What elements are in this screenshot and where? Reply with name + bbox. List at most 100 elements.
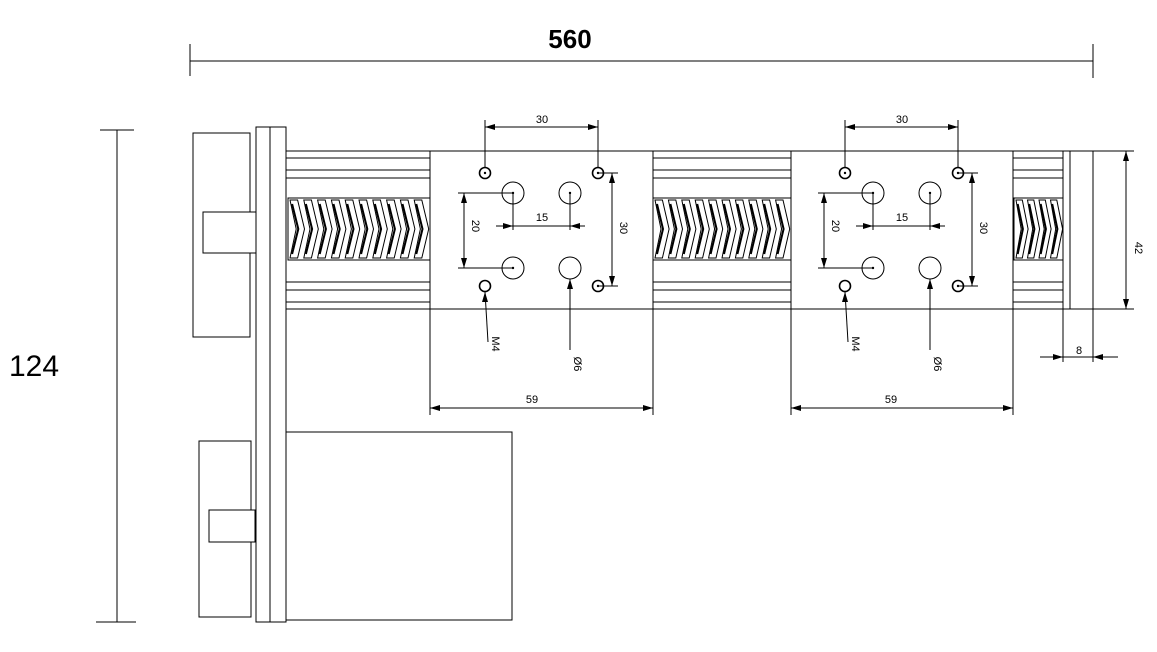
carriage-2-m4-label: M4 <box>849 336 861 351</box>
carriage-1-width-arrow-right <box>643 405 653 411</box>
carriage-1-bore-label: Ø6 <box>571 357 583 372</box>
screw-thread-shade <box>332 203 341 255</box>
carriage-2-bore-bottom-right <box>918 256 942 280</box>
lead-screw-section-3 <box>1013 197 1065 261</box>
lower-motor <box>198 431 513 621</box>
screw-thread <box>358 199 375 259</box>
carriage-2-left-dim-arrow-top <box>821 193 827 203</box>
carriage-1-inner-dim-arrow-right <box>570 223 580 229</box>
screw-thread <box>316 199 333 259</box>
carriage-2-width-arrow-right <box>1003 405 1013 411</box>
carriage-1-right-dim-arrow-top <box>609 173 615 183</box>
carriage-2-left-dim-arrow-bottom <box>821 258 827 268</box>
carriage-2-m4-leader-arrow <box>842 292 848 302</box>
carriage-2-right-dim-arrow-top <box>969 173 975 183</box>
carriage-2-right-dim-label: 30 <box>977 222 989 234</box>
lower-motor-gearbox <box>285 431 513 621</box>
lead-screw-section-1 <box>287 197 431 261</box>
carriage-1-bore-leader-arrow <box>567 279 573 289</box>
carriage-1-right-dim-arrow-bottom <box>609 276 615 286</box>
carriage-2-left-dim-label: 20 <box>829 220 841 232</box>
lower-motor-coupling <box>208 509 256 543</box>
carriage-1-top-dim-arrow-left <box>485 124 495 130</box>
carriage-2-bore-label: Ø6 <box>931 357 943 372</box>
end-block-height-arrow-top <box>1123 151 1129 161</box>
carriage-2-width-arrow-left <box>791 405 801 411</box>
screw-thread-shade <box>415 203 424 255</box>
lead-screw-section-2-threads <box>654 199 791 259</box>
screw-thread-shade <box>373 203 383 255</box>
carriage-2-plate <box>790 150 1014 310</box>
screw-thread-shade <box>387 203 396 255</box>
screw-thread-shade <box>776 203 785 255</box>
screw-thread <box>413 199 430 259</box>
end-block-height-label: 42 <box>1132 242 1144 254</box>
screw-thread-shade <box>360 203 369 255</box>
screw-thread-shade <box>291 203 300 255</box>
screw-thread-shade <box>656 203 665 255</box>
overall-height-dimension: 124 <box>9 129 136 623</box>
end-block-thickness-label: 8 <box>1076 345 1082 357</box>
carriage-2: 30 15 20 30 M4 Ø6 59 <box>790 114 1014 415</box>
carriage-1-left-dim-arrow-bottom <box>461 258 467 268</box>
carriage-2-m4-hole-bottom-left <box>838 279 852 293</box>
overall-length-dimension: 560 <box>189 24 1094 78</box>
end-block: 42 8 <box>1040 150 1144 362</box>
upper-motor <box>192 132 257 338</box>
screw-thread <box>289 199 306 259</box>
screw-thread-shade <box>318 203 327 255</box>
screw-thread <box>344 199 361 259</box>
overall-height-label: 124 <box>9 350 59 383</box>
carriage-1-plate <box>429 150 654 310</box>
screw-thread-shade <box>1028 203 1036 255</box>
screw-thread <box>330 199 347 259</box>
lead-screw-section-2 <box>652 197 792 261</box>
carriage-2-top-dim-arrow-right <box>948 124 958 130</box>
screw-thread-shade <box>1016 203 1024 255</box>
screw-thread-shade <box>346 203 355 255</box>
carriage-2-inner-dim-arrow-left <box>863 223 873 229</box>
screw-thread-shade <box>763 203 772 255</box>
carriage-2-top-dim-arrow-left <box>845 124 855 130</box>
end-block-body <box>1062 150 1094 310</box>
screw-thread-shade <box>1051 203 1059 255</box>
carriage-1-top-dim-label: 30 <box>536 114 548 126</box>
carriage-1-m4-hole-top-left-center <box>483 171 487 175</box>
screw-thread-shade <box>709 203 718 255</box>
carriage-1-m4-leader-arrow <box>482 292 488 302</box>
carriage-1-inner-dim-arrow-left <box>503 223 513 229</box>
carriage-2-right-dim-arrow-bottom <box>969 276 975 286</box>
carriage-1-width-arrow-left <box>430 405 440 411</box>
carriage-2-m4-hole-top-left-center <box>843 171 847 175</box>
upper-motor-coupling <box>202 211 257 254</box>
carriage-1-top-dim-arrow-right <box>588 124 598 130</box>
screw-thread-shade <box>723 203 732 255</box>
screw-thread-shade <box>669 203 678 255</box>
screw-thread <box>385 199 402 259</box>
overall-length-label: 560 <box>548 24 591 54</box>
carriage-1-right-dim-label: 30 <box>617 222 629 234</box>
screw-thread-shade <box>736 203 745 255</box>
screw-thread-shade <box>1039 203 1047 255</box>
screw-thread-shade <box>682 203 691 255</box>
carriage-1-m4-label: M4 <box>489 336 501 351</box>
carriage-2-bore-leader-arrow <box>927 279 933 289</box>
carriage-1-inner-dim-label: 15 <box>536 212 548 224</box>
screw-thread <box>303 199 319 259</box>
carriage-2-top-dim-label: 30 <box>896 114 908 126</box>
screw-thread <box>399 199 416 259</box>
lead-screw-section-3-threads <box>1015 199 1064 259</box>
carriage-1-width-label: 59 <box>526 394 538 406</box>
screw-thread-shade <box>401 203 410 255</box>
carriage-2-inner-dim-label: 15 <box>896 212 908 224</box>
end-block-height-arrow-bottom <box>1123 299 1129 309</box>
screw-thread-shade <box>749 203 758 255</box>
carriage-1-m4-hole-bottom-left <box>478 279 492 293</box>
lead-screw-section-1-threads <box>289 199 430 259</box>
screw-thread-shade <box>304 203 314 255</box>
carriage-1: 30 15 20 30 M4 Ø6 59 <box>429 114 654 415</box>
mounting-plate-body <box>255 126 287 623</box>
screw-thread-shade <box>696 203 705 255</box>
carriage-2-inner-dim-arrow-right <box>930 223 940 229</box>
end-block-thickness-arrow-left <box>1053 354 1063 360</box>
